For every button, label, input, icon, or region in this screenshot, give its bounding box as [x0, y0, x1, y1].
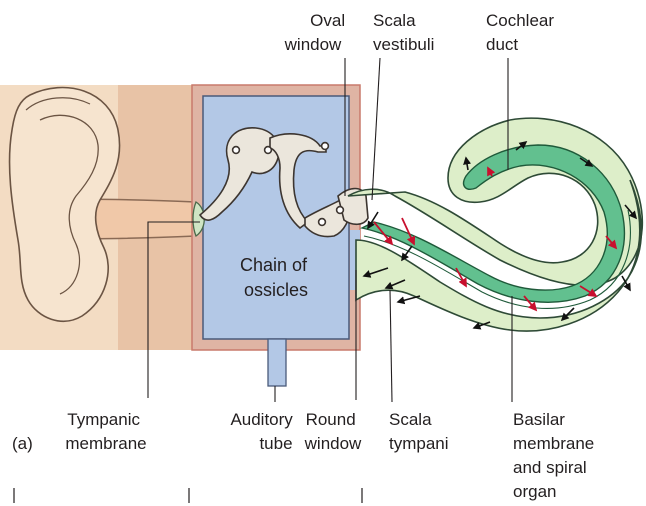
cochlear-duct-label: Cochlear duct	[486, 11, 559, 54]
tympanic-membrane-label: Tympanic membrane	[65, 410, 146, 453]
auditory-tube-shape	[268, 339, 286, 386]
scala-tympani-label: Scala tympani	[389, 410, 449, 453]
bottom-ticks	[14, 488, 362, 503]
round-window-label: Round window	[304, 410, 362, 453]
ossicle-joint-5	[337, 207, 344, 214]
auditory-tube-label: Auditory tube	[230, 410, 297, 453]
scala-vestibuli-label: Scala vestibuli	[373, 11, 434, 54]
black-arrow-4	[398, 296, 420, 302]
ossicle-joint-1	[233, 147, 240, 154]
cochlea	[348, 118, 642, 331]
ossicle-joint-3	[322, 143, 329, 150]
black-arrow-12	[402, 246, 412, 260]
oval-window-label: Oval window	[284, 11, 350, 54]
outer-ear	[0, 85, 196, 350]
ossicle-joint-2	[265, 147, 272, 154]
panel-letter: (a)	[12, 434, 33, 453]
scala-vestibuli-leader	[372, 58, 380, 200]
ossicle-joint-4	[319, 219, 326, 226]
basilar-membrane-label: Basilar membrane and spiral organ	[513, 410, 599, 501]
scala-tympani-leader	[390, 290, 392, 402]
